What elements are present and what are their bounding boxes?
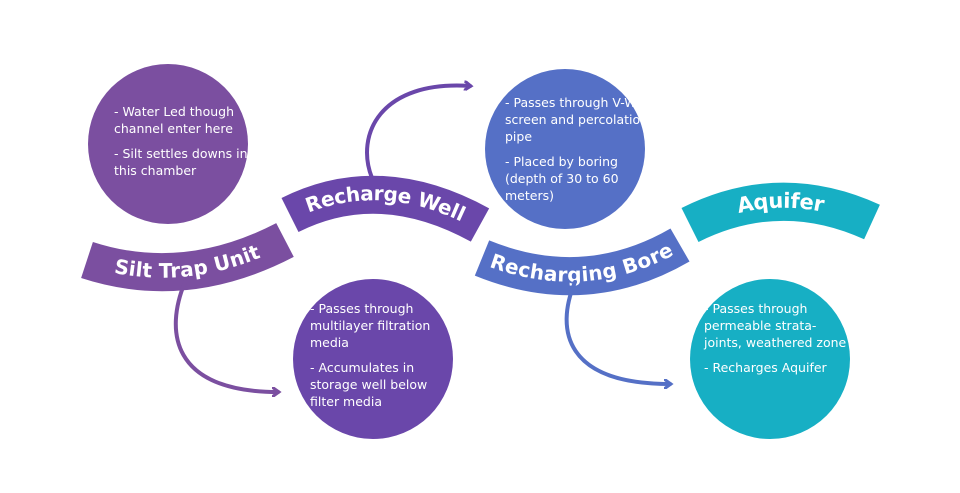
arrow-bore-to-aquifer (564, 280, 670, 384)
silt-trap-band (81, 223, 294, 292)
silt-trap-bullet-1: - Water Led though channel enter here (114, 104, 235, 136)
arrow-silt-to-well (173, 280, 278, 392)
recharge-well-description: - Passes through multilayer filtration m… (310, 300, 450, 418)
arrow-well-to-bore (365, 86, 470, 180)
aquifer-bullet-1: - Passes through permeable strata-joints… (704, 301, 847, 350)
aquifer-bullet-2: - Recharges Aquifer (704, 360, 827, 375)
aquifer-band (681, 182, 880, 243)
recharge-well-bullet-1: - Passes through multilayer filtration m… (310, 301, 431, 350)
aquifer-circle (690, 279, 850, 439)
recharge-well-bullet-2: - Accumulates in storage well below filt… (310, 360, 428, 409)
recharging-bore-bullet-1: - Passes through V-Wire screen and perco… (505, 95, 653, 144)
silt-trap-description: - Water Led though channel enter here - … (114, 103, 252, 187)
recharging-bore-circle (485, 69, 645, 229)
recharging-bore-bullet-2: - Placed by boring (depth of 30 to 60 me… (505, 154, 619, 203)
recharging-bore-description: - Passes through V-Wire screen and perco… (505, 94, 655, 212)
recharge-well-band (281, 175, 490, 242)
recharging-bore-band (474, 228, 690, 296)
silt-trap-bullet-2: - Silt settles downs in this chamber (114, 146, 248, 178)
aquifer-description: - Passes through permeable strata-joints… (704, 300, 854, 384)
recharge-well-circle (293, 279, 453, 439)
silt-trap-circle (88, 64, 248, 224)
